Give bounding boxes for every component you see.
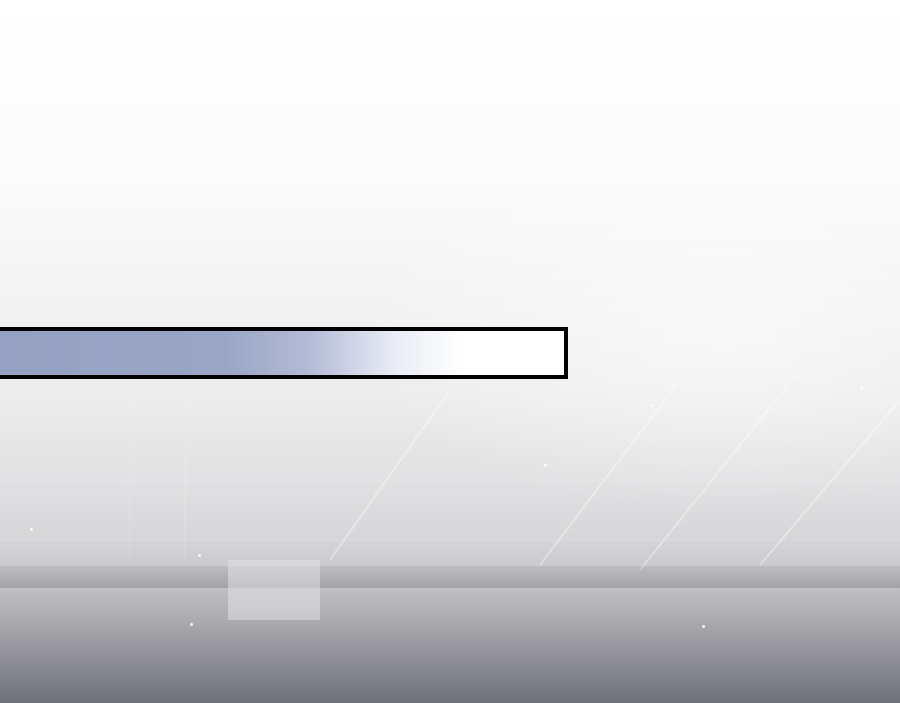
sparkle (198, 554, 201, 557)
narration-box (0, 327, 568, 379)
sparkle (544, 464, 547, 467)
grid-line (539, 379, 681, 566)
floor-ledge (0, 566, 900, 588)
ledge-step (228, 560, 320, 620)
sparkle (190, 623, 193, 626)
sparkle (860, 386, 863, 389)
grid-line (329, 389, 451, 561)
floor-grid-lines (0, 369, 900, 571)
sparkle (651, 404, 654, 407)
floor-grid (0, 360, 900, 703)
grid-line (759, 399, 900, 566)
sparkle (702, 625, 705, 628)
grid-line (639, 369, 801, 571)
sparkle (30, 528, 33, 531)
